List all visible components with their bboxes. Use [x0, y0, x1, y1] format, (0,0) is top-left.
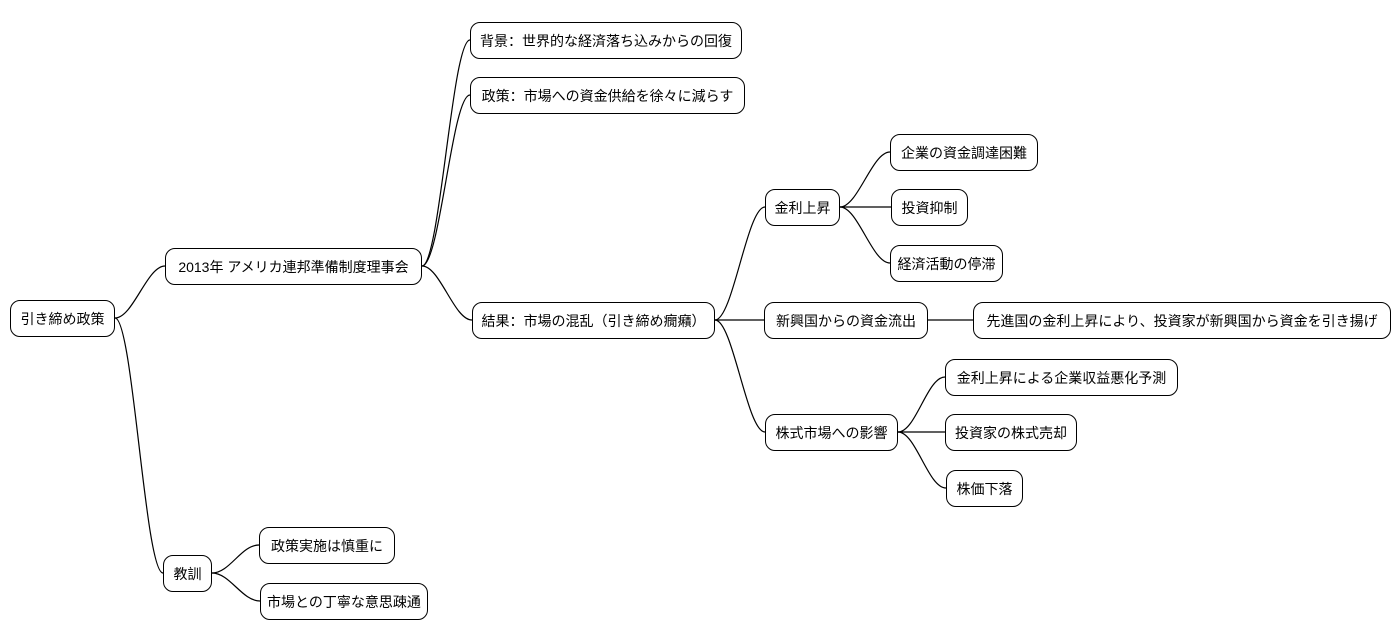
node-result[interactable]: 結果：市場の混乱（引き締め癇癪） [472, 302, 715, 339]
node-caution[interactable]: 政策実施は慎重に [259, 527, 395, 564]
node-forecast[interactable]: 金利上昇による企業収益悪化予測 [945, 359, 1178, 396]
node-root[interactable]: 引き締め政策 [10, 300, 115, 337]
node-funding[interactable]: 企業の資金調達困難 [890, 134, 1038, 171]
edge-result-stockmkt [714, 319, 766, 433]
node-pricefall[interactable]: 株価下落 [946, 470, 1023, 507]
node-dialogue[interactable]: 市場との丁寧な意思疎通 [260, 583, 428, 620]
node-outflow[interactable]: 新興国からの資金流出 [764, 302, 928, 339]
node-invest[interactable]: 投資抑制 [891, 189, 968, 226]
edge-lessons-caution [211, 544, 260, 574]
edge-rates-funding [839, 151, 891, 208]
edge-root-lessons [114, 317, 164, 574]
node-background[interactable]: 背景：世界的な経済落ち込みからの回復 [470, 22, 742, 59]
node-fed2013[interactable]: 2013年 アメリカ連邦準備制度理事会 [165, 248, 422, 285]
node-stockmkt[interactable]: 株式市場への影響 [765, 414, 898, 451]
edge-lessons-dialogue [211, 572, 261, 602]
edge-fed2013-result [421, 265, 473, 321]
node-rates[interactable]: 金利上昇 [765, 189, 840, 226]
edge-root-fed2013 [114, 265, 166, 319]
edge-rates-stagnation [839, 206, 891, 264]
node-selling[interactable]: 投資家の株式売却 [945, 414, 1077, 451]
edge-fed2013-background [421, 39, 471, 267]
node-policy[interactable]: 政策：市場への資金供給を徐々に減らす [470, 77, 745, 114]
edge-stockmkt-forecast [897, 376, 946, 433]
node-stagnation[interactable]: 経済活動の停滞 [890, 245, 1003, 282]
edge-result-rates [714, 206, 766, 321]
edge-fed2013-policy [421, 94, 471, 267]
edge-stockmkt-pricefall [897, 431, 947, 489]
node-withdraw[interactable]: 先進国の金利上昇により、投資家が新興国から資金を引き揚げ [973, 302, 1391, 339]
node-lessons[interactable]: 教訓 [163, 555, 212, 592]
